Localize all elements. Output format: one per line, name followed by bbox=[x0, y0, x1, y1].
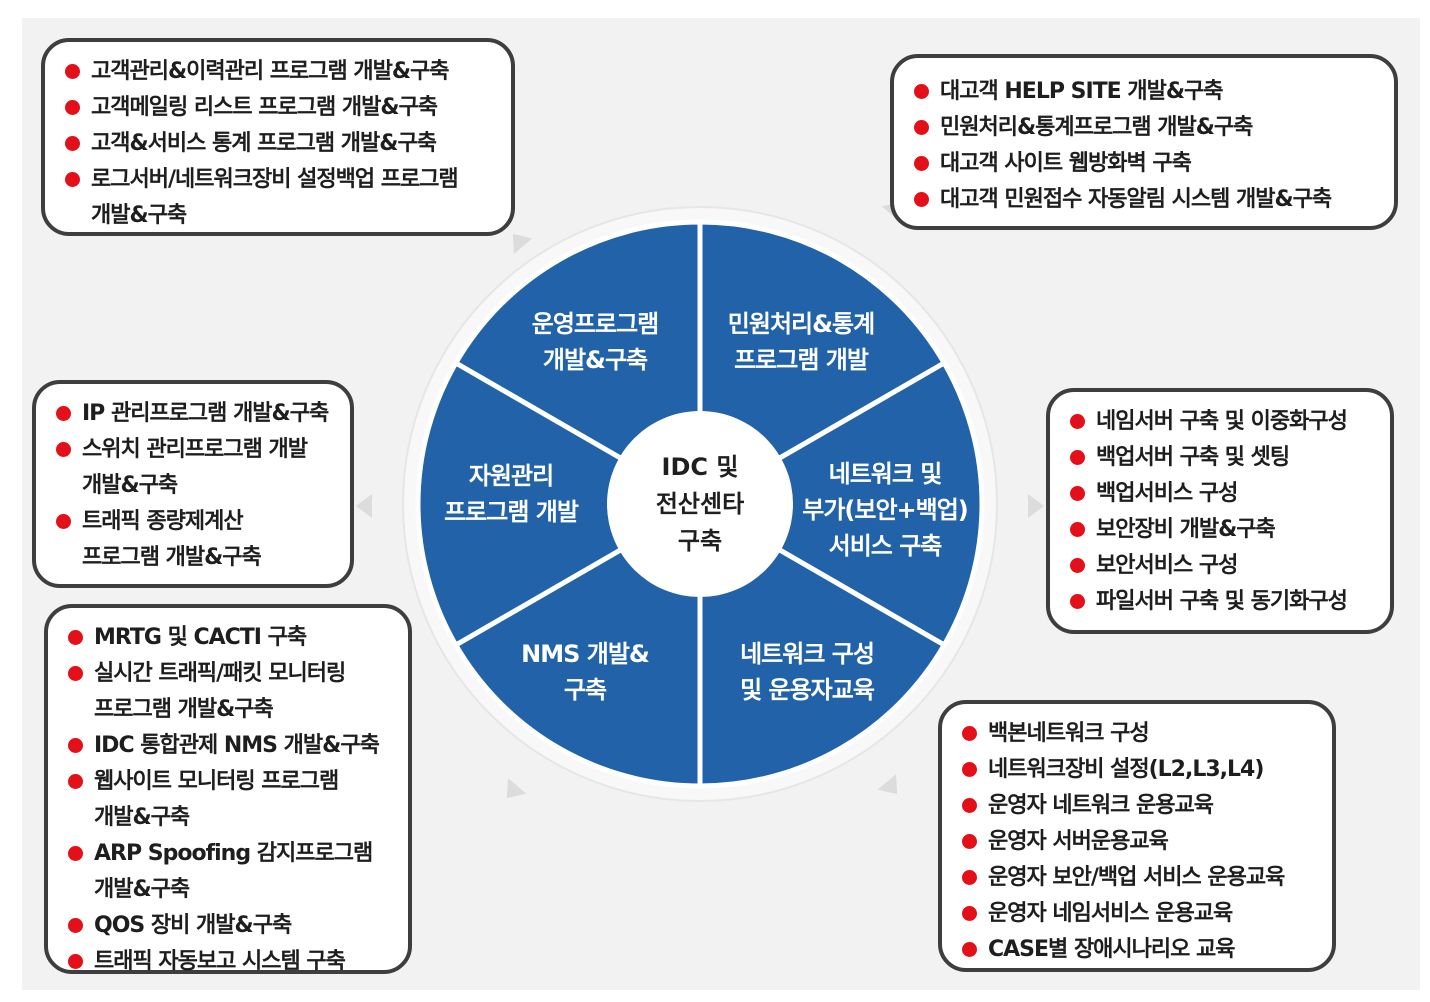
bullet-icon bbox=[962, 906, 977, 921]
bullet-icon bbox=[68, 774, 83, 789]
bullet-icon bbox=[914, 156, 929, 171]
list-item: IP 관리프로그램 개발&구축 bbox=[54, 396, 338, 432]
wheel-hub bbox=[607, 411, 793, 597]
list-item: 보안서비스 구성 bbox=[1068, 548, 1378, 584]
box-resource-management: IP 관리프로그램 개발&구축 스위치 관리프로그램 개발 개발&구축 트래픽 … bbox=[32, 380, 354, 588]
bullet-icon bbox=[65, 136, 80, 151]
list-item: 스위치 관리프로그램 개발 개발&구축 bbox=[54, 432, 338, 504]
list-item: 네트워크장비 설정(L2,L3,L4) bbox=[960, 752, 1320, 788]
arrow-left-icon bbox=[356, 494, 372, 518]
list-item: 민원처리&통계프로그램 개발&구축 bbox=[912, 110, 1382, 146]
list-item: 백업서비스 구성 bbox=[1068, 476, 1378, 512]
bullet-icon bbox=[68, 846, 83, 861]
list-item: 운영자 네트워크 운용교육 bbox=[960, 788, 1320, 824]
list-item: 트래픽 종량제계산 프로그램 개발&구축 bbox=[54, 504, 338, 576]
list-item: 파일서버 구축 및 동기화구성 bbox=[1068, 584, 1378, 620]
list-item: IDC 통합관제 NMS 개발&구축 bbox=[66, 728, 396, 764]
list-item: 대고객 HELP SITE 개발&구축 bbox=[912, 74, 1382, 110]
list-item: 보안장비 개발&구축 bbox=[1068, 512, 1378, 548]
segment-operation bbox=[452, 219, 703, 509]
bullet-icon bbox=[68, 918, 83, 933]
list-item: 백본네트워크 구성 bbox=[960, 716, 1320, 752]
bullet-icon bbox=[1070, 450, 1085, 465]
list-item: ARP Spoofing 감지프로그램 개발&구축 bbox=[66, 836, 396, 908]
bullet-icon bbox=[65, 172, 80, 187]
bullet-icon bbox=[962, 834, 977, 849]
segment-label-network-config: 네트워크 구성 및 운용자교육 bbox=[740, 640, 875, 704]
list-item: 로그서버/네트워크장비 설정백업 프로그램 개발&구축 bbox=[63, 162, 499, 234]
segment-label-nms: NMS 개발& 구축 bbox=[521, 640, 650, 704]
bullet-icon bbox=[914, 120, 929, 135]
bullet-icon bbox=[914, 192, 929, 207]
list-item: MRTG 및 CACTI 구축 bbox=[66, 620, 396, 656]
bullet-icon bbox=[1070, 522, 1085, 537]
segment-network-config bbox=[697, 499, 948, 789]
hub-label: IDC 및 전산센타 구축 bbox=[655, 453, 745, 555]
segment-resource bbox=[415, 359, 705, 649]
bullet-icon bbox=[68, 738, 83, 753]
segment-label-operation: 운영프로그램 개발&구축 bbox=[531, 310, 659, 374]
bullet-icon bbox=[68, 630, 83, 645]
bullet-icon bbox=[56, 442, 71, 457]
segment-complaints bbox=[697, 219, 948, 509]
box-customer-support: 대고객 HELP SITE 개발&구축 민원처리&통계프로그램 개발&구축 대고… bbox=[890, 54, 1398, 230]
bullet-icon bbox=[1070, 594, 1085, 609]
list-item: 고객&서비스 통계 프로그램 개발&구축 bbox=[63, 126, 499, 162]
segment-label-network-service: 네트워크 및 부가(보안+백업) 서비스 구축 bbox=[802, 460, 969, 560]
list-item: 고객관리&이력관리 프로그램 개발&구축 bbox=[63, 54, 499, 90]
bullet-icon bbox=[68, 954, 83, 969]
bullet-icon bbox=[962, 870, 977, 885]
list-item: CASE별 장애시나리오 교육 bbox=[960, 932, 1320, 968]
list-item: 운영자 보안/백업 서비스 운용교육 bbox=[960, 860, 1320, 896]
list-item: 대고객 민원접수 자동알림 시스템 개발&구축 bbox=[912, 182, 1382, 218]
bullet-icon bbox=[962, 762, 977, 777]
bullet-icon bbox=[962, 726, 977, 741]
box-customer-management: 고객관리&이력관리 프로그램 개발&구축 고객메일링 리스트 프로그램 개발&구… bbox=[41, 38, 515, 236]
list-item: 운영자 네임서비스 운용교육 bbox=[960, 896, 1320, 932]
bullet-icon bbox=[56, 406, 71, 421]
bullet-icon bbox=[68, 666, 83, 681]
list-item: 대고객 사이트 웹방화벽 구축 bbox=[912, 146, 1382, 182]
bullet-icon bbox=[56, 514, 71, 529]
bullet-icon bbox=[1070, 486, 1085, 501]
segment-network-service bbox=[695, 359, 985, 649]
bullet-icon bbox=[65, 64, 80, 79]
list-item: 운영자 서버운용교육 bbox=[960, 824, 1320, 860]
list-item: 백업서버 구축 및 셋팅 bbox=[1068, 440, 1378, 476]
list-item: 실시간 트래픽/패킷 모니터링 프로그램 개발&구축 bbox=[66, 656, 396, 728]
list-item: 웹사이트 모니터링 프로그램 개발&구축 bbox=[66, 764, 396, 836]
segment-nms bbox=[452, 499, 703, 789]
bullet-icon bbox=[962, 942, 977, 957]
list-item: 트래픽 자동보고 시스템 구축 bbox=[66, 944, 396, 980]
bullet-icon bbox=[962, 798, 977, 813]
bullet-icon bbox=[1070, 414, 1085, 429]
list-item: QOS 장비 개발&구축 bbox=[66, 908, 396, 944]
list-item: 네임서버 구축 및 이중화구성 bbox=[1068, 404, 1378, 440]
box-network-configuration: 백본네트워크 구성 네트워크장비 설정(L2,L3,L4) 운영자 네트워크 운… bbox=[938, 700, 1336, 972]
bullet-icon bbox=[914, 84, 929, 99]
segment-label-resource: 자원관리 프로그램 개발 bbox=[444, 462, 579, 526]
box-nms: MRTG 및 CACTI 구축 실시간 트래픽/패킷 모니터링 프로그램 개발&… bbox=[44, 604, 412, 974]
bullet-icon bbox=[1070, 558, 1085, 573]
list-item: 고객메일링 리스트 프로그램 개발&구축 bbox=[63, 90, 499, 126]
box-network-services: 네임서버 구축 및 이중화구성 백업서버 구축 및 셋팅 백업서비스 구성 보안… bbox=[1046, 388, 1394, 634]
segment-label-complaints: 민원처리&통계 프로그램 개발 bbox=[727, 310, 875, 374]
arrow-right-icon bbox=[1028, 494, 1044, 518]
bullet-icon bbox=[65, 100, 80, 115]
